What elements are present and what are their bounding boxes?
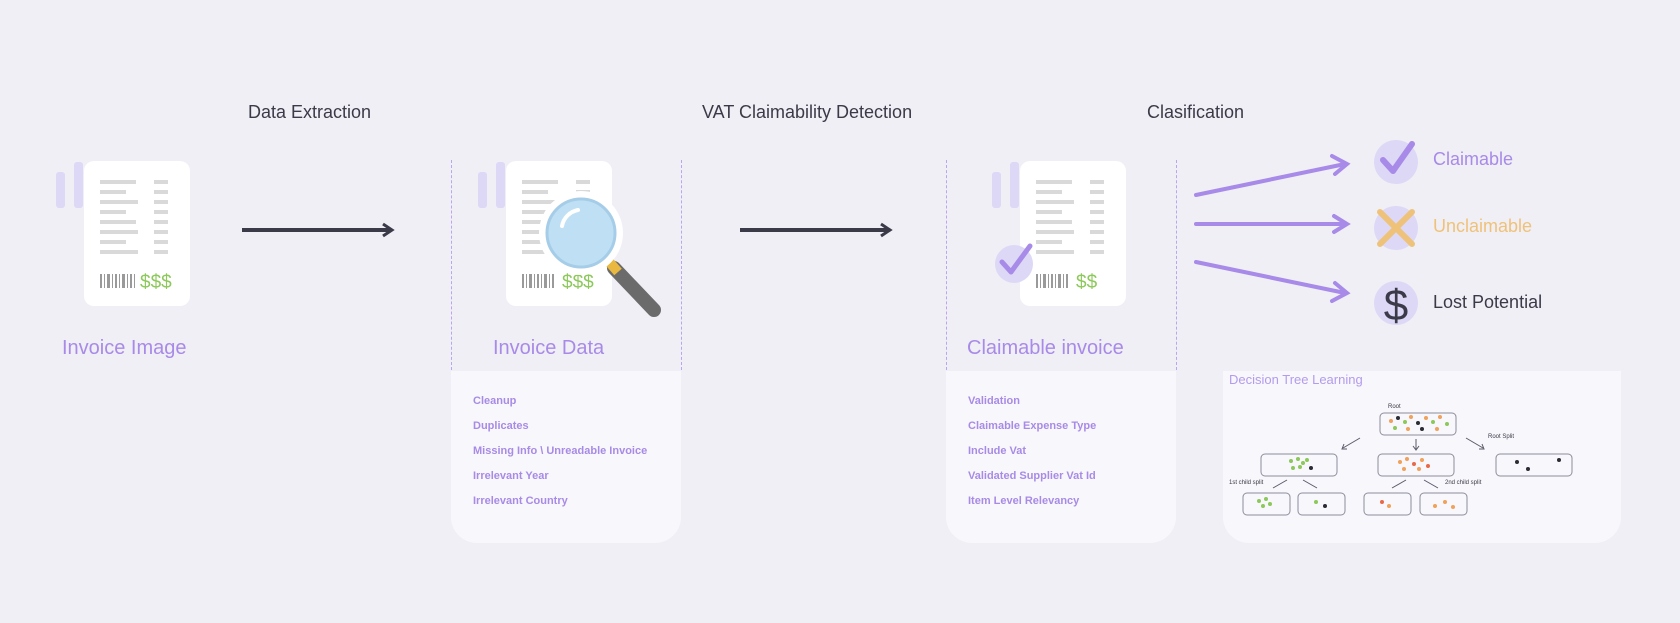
decision-tree-diagram: Root Root Split 1st child split 2nd chil… xyxy=(1229,404,1573,516)
list-item: Irrelevant Country xyxy=(473,495,568,507)
list-item: Include Vat xyxy=(968,445,1027,457)
classification-arrows xyxy=(1194,154,1351,303)
list-item: Irrelevant Year xyxy=(473,470,549,482)
svg-text:$$$: $$$ xyxy=(140,272,172,293)
outcome-lost-potential: Lost Potential xyxy=(1433,292,1543,312)
list-item: Item Level Relevancy xyxy=(968,495,1080,507)
arrow-right-icon xyxy=(242,222,395,238)
claimable-invoice-label: Claimable invoice xyxy=(967,337,1124,359)
list-item: Cleanup xyxy=(473,395,517,407)
arrow-right-icon xyxy=(740,222,893,238)
validation-card: Validation Claimable Expense Type Includ… xyxy=(946,371,1176,543)
svg-text:$$: $$ xyxy=(1076,272,1098,293)
checkmark-icon xyxy=(1374,140,1418,184)
step-title-vat-detection: VAT Claimability Detection xyxy=(702,102,913,122)
decision-tree-card: Decision Tree Learning Root Root Split 1… xyxy=(1223,371,1621,543)
list-item: Missing Info \ Unreadable Invoice xyxy=(473,445,648,457)
list-item: Validation xyxy=(968,395,1020,407)
list-item: Duplicates xyxy=(473,420,529,432)
list-item: Validated Supplier Vat Id xyxy=(968,470,1096,482)
tree-root-label: Root xyxy=(1388,404,1401,410)
invoice-image-icon: $$$ xyxy=(56,161,190,306)
cross-icon xyxy=(1374,206,1418,250)
dashed-divider xyxy=(451,160,452,370)
outcome-unclaimable: Unclaimable xyxy=(1433,216,1533,236)
data-cleanup-card: Cleanup Duplicates Missing Info \ Unread… xyxy=(451,371,681,543)
dollar-icon: $ xyxy=(1374,281,1418,330)
step-title-classification: Clasification xyxy=(1147,102,1245,122)
invoice-data-label: Invoice Data xyxy=(493,337,605,359)
tree-child-split-2-label: 2nd child split xyxy=(1445,480,1482,486)
step-title-data-extraction: Data Extraction xyxy=(248,102,372,122)
svg-text:$$$: $$$ xyxy=(562,272,594,293)
dashed-divider xyxy=(1176,160,1177,370)
tree-root-split-label: Root Split xyxy=(1488,434,1514,440)
dashed-divider xyxy=(681,160,682,370)
svg-text:$: $ xyxy=(1384,281,1408,330)
dashed-divider xyxy=(946,160,947,370)
invoice-image-label: Invoice Image xyxy=(62,337,187,359)
outcome-claimable: Claimable xyxy=(1433,149,1514,169)
list-item: Claimable Expense Type xyxy=(968,420,1097,432)
claimable-invoice-icon: $$ xyxy=(992,161,1126,306)
decision-tree-title: Decision Tree Learning xyxy=(1229,372,1363,387)
tree-child-split-1-label: 1st child split xyxy=(1229,480,1264,486)
invoice-data-icon: $$$ xyxy=(478,161,661,317)
